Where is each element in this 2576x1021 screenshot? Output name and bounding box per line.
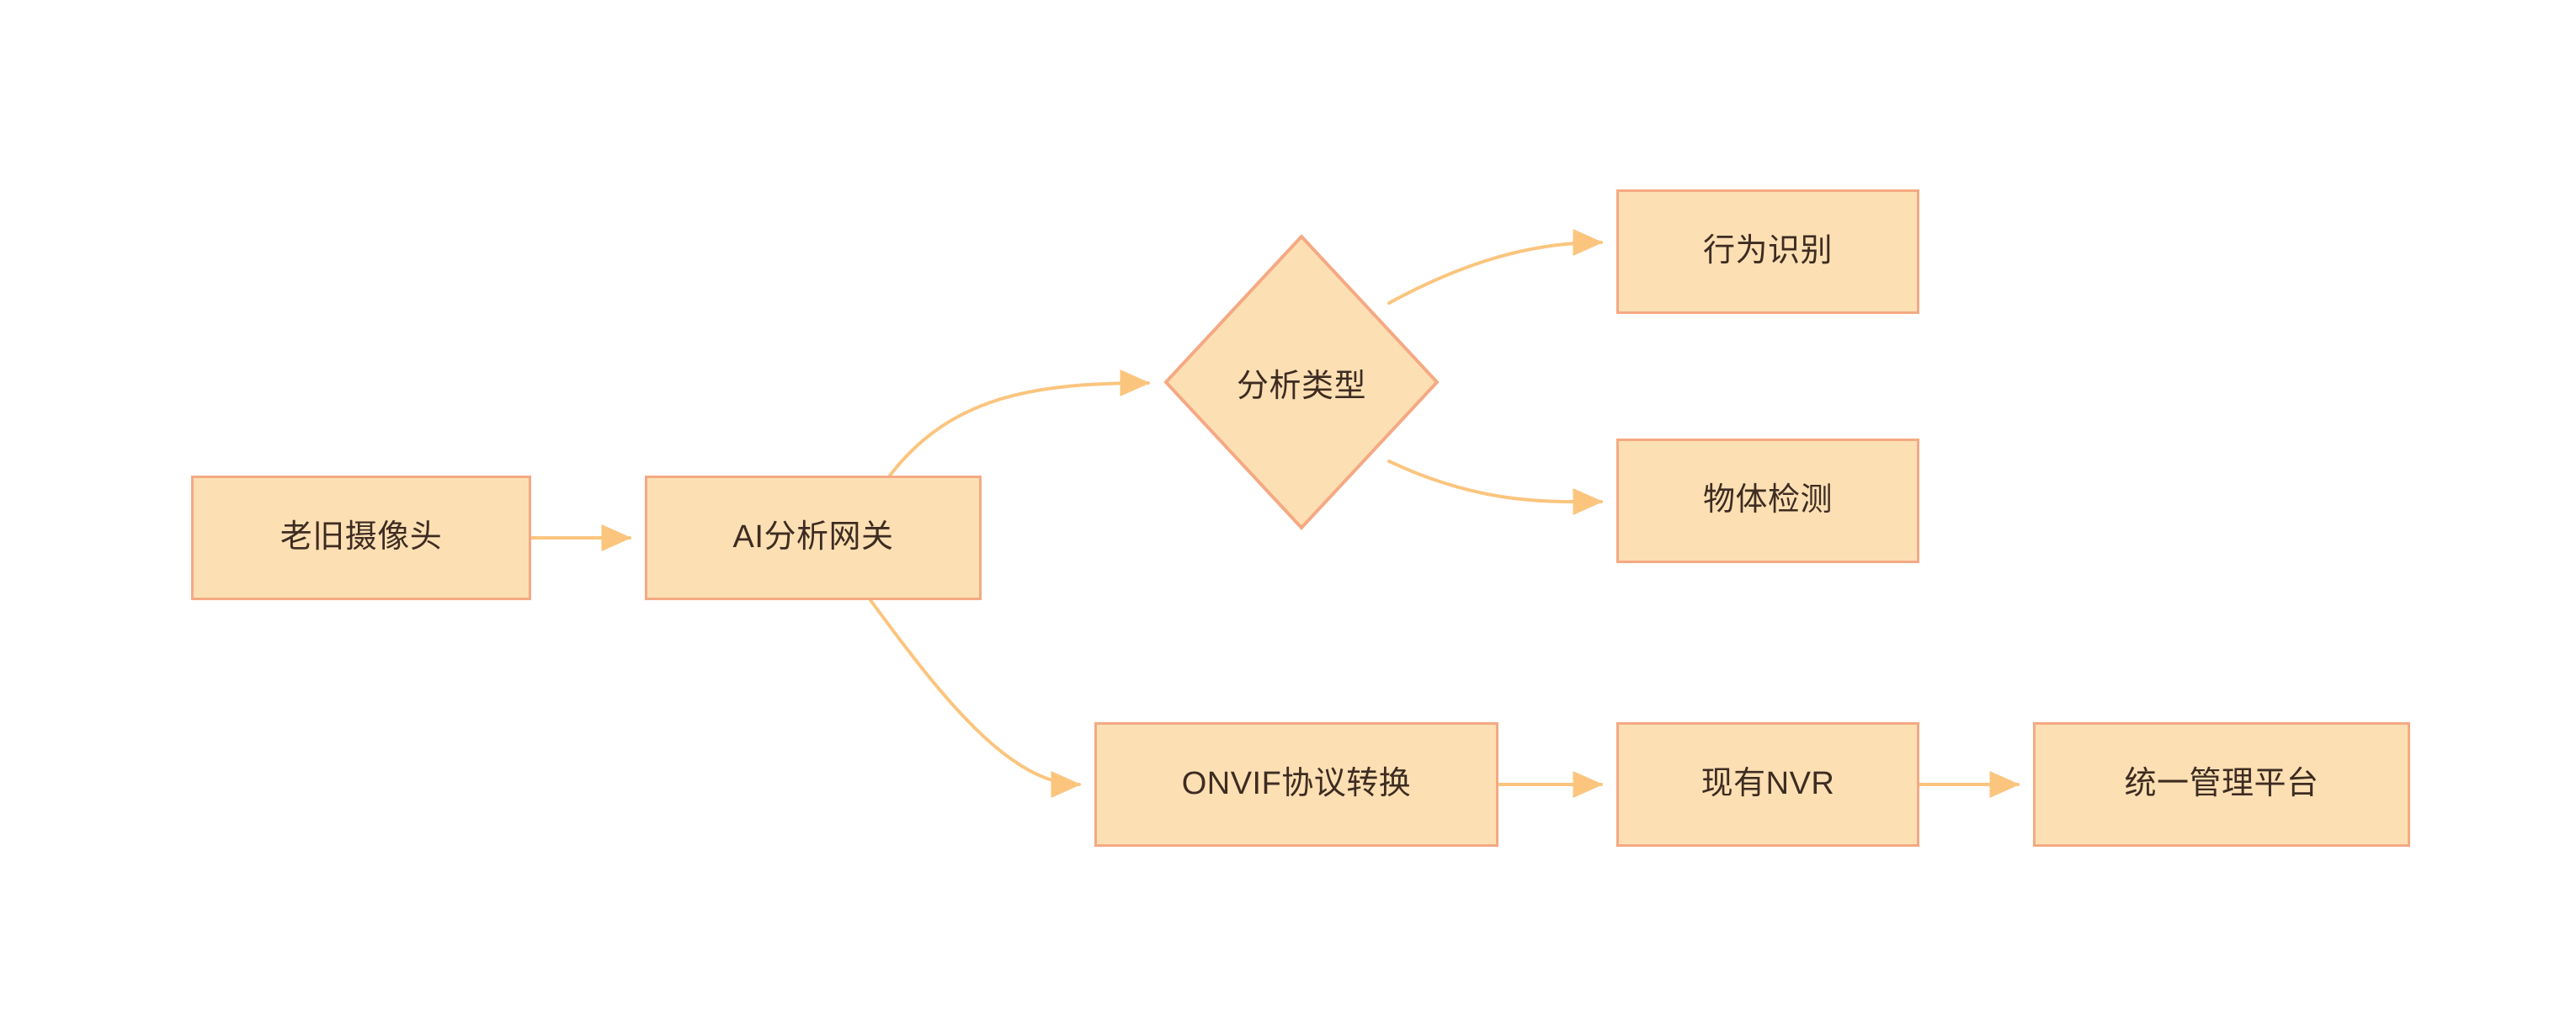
node-onvif-conversion-label: ONVIF协议转换: [1181, 766, 1412, 802]
node-object-detection-label: 物体检测: [1702, 482, 1833, 518]
node-existing-nvr-label: 现有NVR: [1700, 766, 1835, 802]
diamond-shape: [1163, 234, 1440, 530]
node-ai-gateway[interactable]: AI分析网关: [645, 476, 982, 600]
node-onvif-conversion[interactable]: ONVIF协议转换: [1094, 722, 1498, 847]
node-behavior-recognition-label: 行为识别: [1702, 233, 1833, 269]
node-behavior-recognition[interactable]: 行为识别: [1616, 189, 1919, 314]
node-unified-platform-label: 统一管理平台: [2124, 766, 2319, 802]
node-analysis-type-label: 分析类型: [1236, 368, 1366, 404]
node-existing-nvr[interactable]: 现有NVR: [1616, 722, 1919, 847]
edge-ai-gateway-to-analysis-type: [888, 370, 1151, 477]
node-object-detection[interactable]: 物体检测: [1616, 439, 1919, 563]
node-analysis-type[interactable]: 分析类型: [1163, 234, 1440, 530]
edge-ai-gateway-to-onvif-conversion: [869, 598, 1082, 798]
node-legacy-camera-label: 老旧摄像头: [279, 519, 443, 556]
edge-analysis-type-to-object-detection: [1387, 460, 1604, 516]
edge-analysis-type-to-behavior-recognition: [1387, 229, 1604, 305]
node-unified-platform[interactable]: 统一管理平台: [2033, 722, 2410, 847]
node-legacy-camera[interactable]: 老旧摄像头: [191, 476, 531, 600]
node-ai-gateway-label: AI分析网关: [732, 519, 894, 556]
